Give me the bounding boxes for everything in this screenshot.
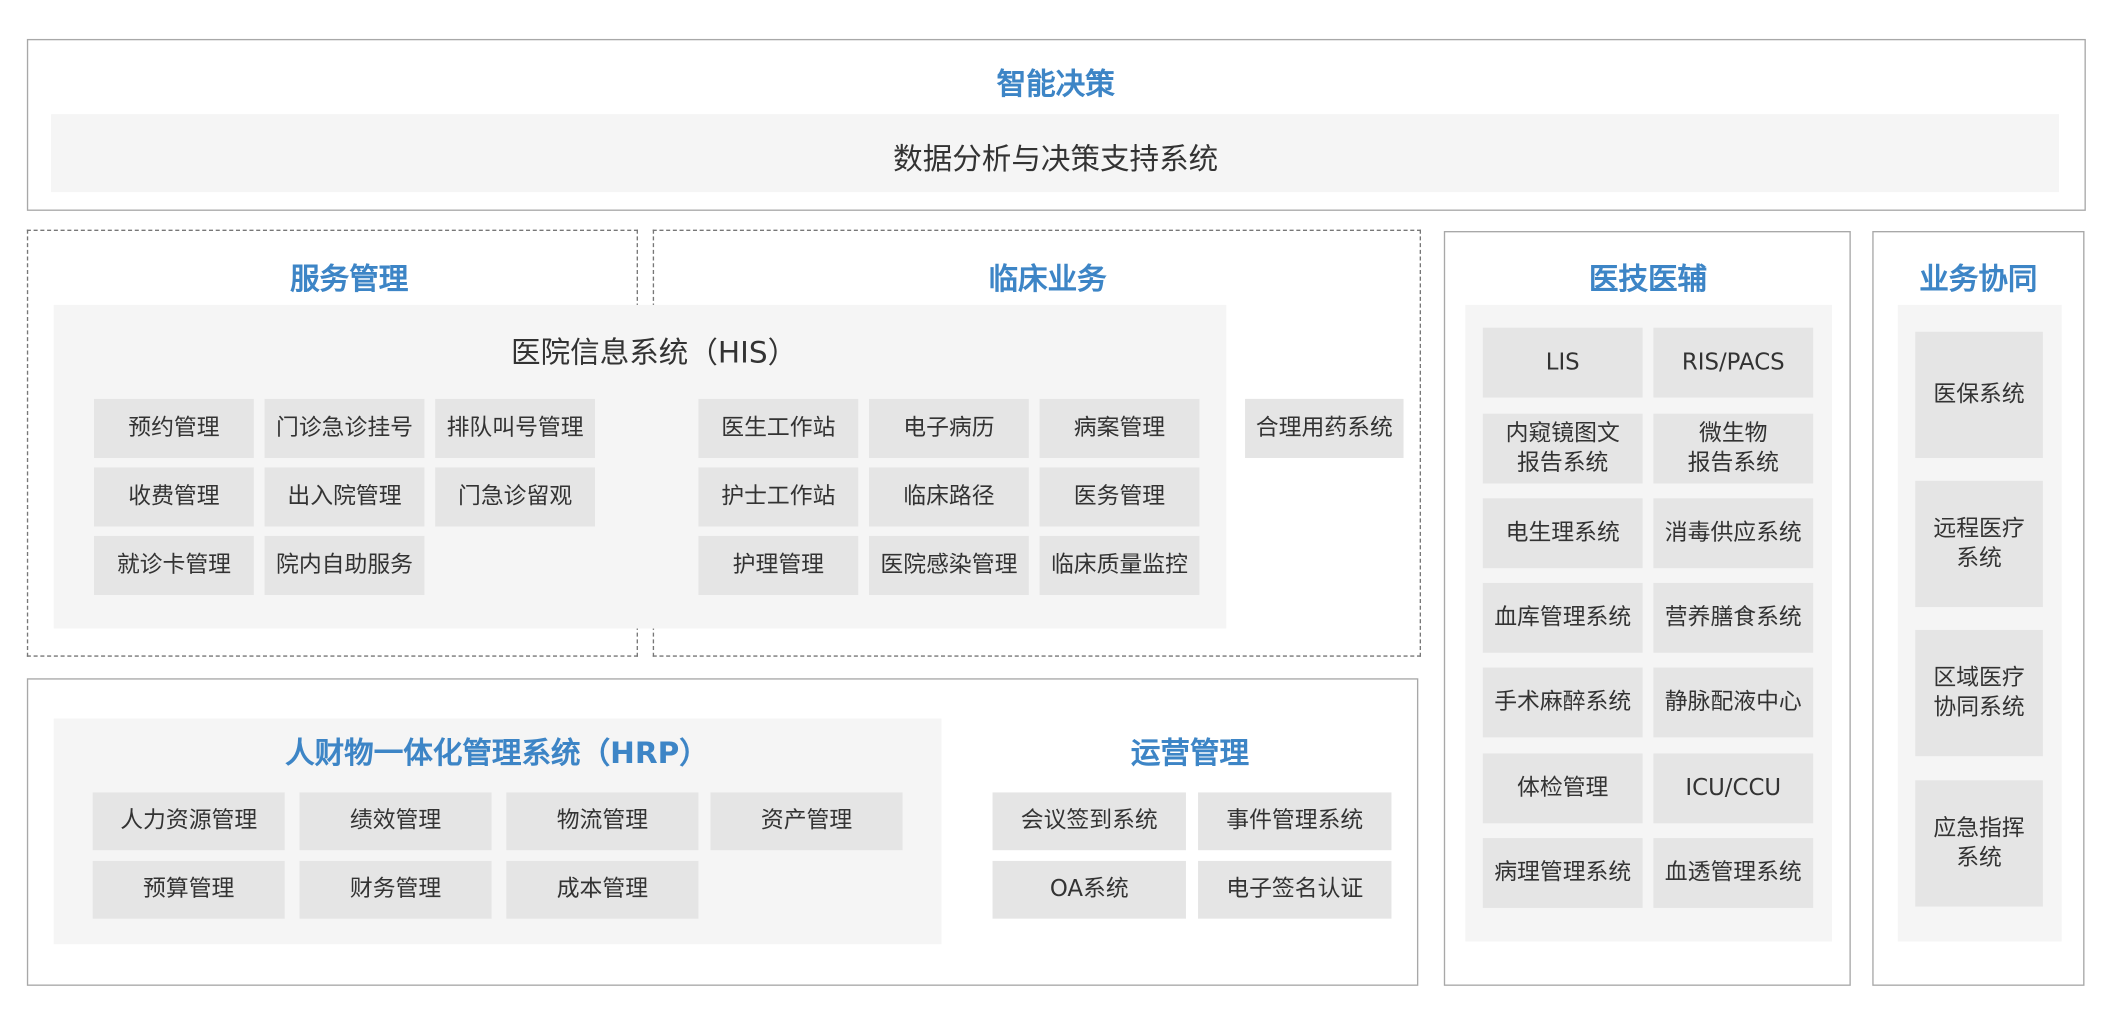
clinical-item[interactable]: 电子病历 — [868, 398, 1029, 458]
service-item[interactable]: 门诊急诊挂号 — [264, 398, 425, 458]
clinical-item[interactable]: 护士工作站 — [698, 467, 859, 527]
service-title: 服务管理 — [290, 263, 409, 297]
medtech-item[interactable]: 电生理系统 — [1482, 498, 1643, 569]
medtech-section — [1443, 231, 1851, 986]
ops-item[interactable]: 电子签名认证 — [1198, 860, 1392, 919]
his-title: 医院信息系统（HIS） — [511, 337, 798, 371]
collab-item[interactable]: 区域医疗 协同系统 — [1915, 629, 2043, 757]
rational-drug-system[interactable]: 合理用药系统 — [1245, 398, 1404, 458]
hrp-item[interactable]: 预算管理 — [92, 860, 285, 919]
hrp-item[interactable]: 财务管理 — [299, 860, 492, 919]
service-item[interactable]: 收费管理 — [94, 467, 254, 527]
collab-item[interactable]: 远程医疗 系统 — [1915, 480, 2043, 608]
decision-section — [26, 38, 2086, 211]
decision-system-label: 数据分析与决策支持系统 — [893, 143, 1219, 178]
service-item[interactable]: 院内自助服务 — [264, 535, 425, 595]
clinical-item[interactable]: 医生工作站 — [698, 398, 859, 458]
clinical-item[interactable]: 护理管理 — [698, 535, 859, 595]
hrp-item[interactable]: 资产管理 — [710, 792, 903, 851]
service-item[interactable]: 门急诊留观 — [435, 467, 595, 527]
clinical-item[interactable]: 临床路径 — [868, 467, 1029, 527]
decision-title: 智能决策 — [996, 68, 1115, 103]
medtech-title: 医技医辅 — [1588, 263, 1708, 297]
medtech-item[interactable]: 内窥镜图文 报告系统 — [1482, 413, 1643, 484]
service-item[interactable]: 出入院管理 — [264, 467, 425, 527]
clinical-item[interactable]: 病案管理 — [1039, 398, 1200, 458]
ops-item[interactable]: 会议签到系统 — [992, 792, 1186, 851]
ops-title: 运营管理 — [1130, 737, 1250, 771]
collab-item[interactable]: 应急指挥 系统 — [1915, 780, 2043, 907]
service-item[interactable]: 排队叫号管理 — [435, 398, 595, 458]
clinical-item[interactable]: 医院感染管理 — [868, 535, 1029, 595]
collab-section — [1872, 231, 2085, 986]
medtech-item[interactable]: 静脉配液中心 — [1653, 667, 1814, 738]
medtech-item[interactable]: 微生物 报告系统 — [1653, 413, 1814, 484]
hrp-item[interactable]: 人力资源管理 — [92, 792, 285, 851]
medtech-item[interactable]: 血库管理系统 — [1482, 582, 1643, 653]
decision-system-bar — [51, 114, 2059, 193]
medtech-item[interactable]: 营养膳食系统 — [1653, 582, 1814, 653]
collab-item[interactable]: 医保系统 — [1915, 331, 2043, 458]
service-item[interactable]: 预约管理 — [94, 398, 254, 458]
medtech-item[interactable]: ICU/CCU — [1653, 753, 1814, 824]
medtech-item[interactable]: 消毒供应系统 — [1653, 498, 1814, 569]
ops-item[interactable]: OA系统 — [992, 860, 1186, 919]
medtech-item[interactable]: RIS/PACS — [1653, 327, 1814, 398]
hrp-item[interactable]: 物流管理 — [506, 792, 699, 851]
clinical-item[interactable]: 临床质量监控 — [1039, 535, 1200, 595]
hrp-title: 人财物一体化管理系统（HRP） — [285, 737, 709, 771]
hrp-item[interactable]: 成本管理 — [506, 860, 699, 919]
service-item[interactable]: 就诊卡管理 — [94, 535, 254, 595]
medtech-item[interactable]: 体检管理 — [1482, 753, 1643, 824]
medtech-item[interactable]: 手术麻醉系统 — [1482, 667, 1643, 738]
hrp-item[interactable]: 绩效管理 — [299, 792, 492, 851]
clinical-item[interactable]: 医务管理 — [1039, 467, 1200, 527]
collab-title: 业务协同 — [1919, 263, 2038, 297]
medtech-item[interactable]: 血透管理系统 — [1653, 838, 1814, 908]
medtech-item[interactable]: LIS — [1482, 327, 1643, 398]
medtech-item[interactable]: 病理管理系统 — [1482, 838, 1643, 908]
hrp-ops-section — [26, 678, 1419, 986]
clinical-title: 临床业务 — [988, 263, 1107, 297]
ops-item[interactable]: 事件管理系统 — [1198, 792, 1392, 851]
